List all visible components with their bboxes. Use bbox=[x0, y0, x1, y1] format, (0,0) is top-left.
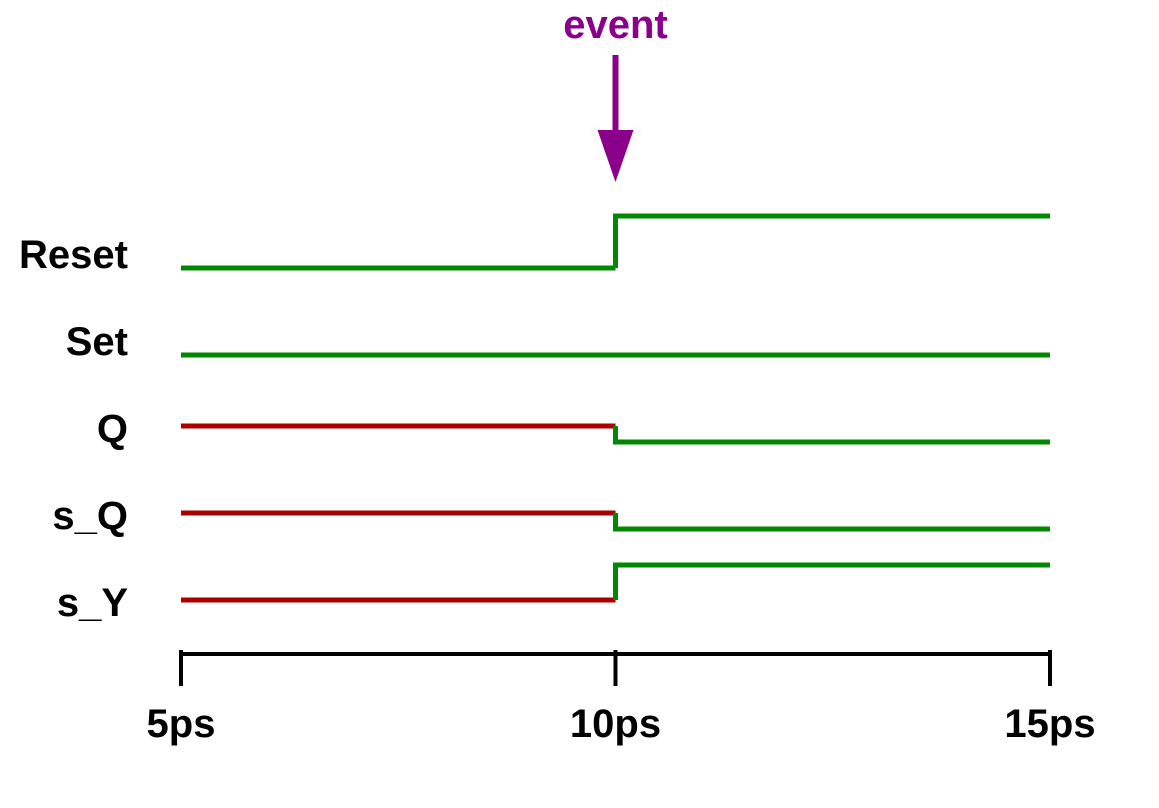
signal-label-s-q: s_Q bbox=[52, 494, 128, 538]
event-arrow-head bbox=[597, 130, 634, 182]
time-axis: 5ps 10ps 15ps bbox=[147, 650, 1096, 746]
event-label: event bbox=[563, 3, 668, 47]
signal-label-q: Q bbox=[97, 407, 128, 451]
waveform-reset-segment-1 bbox=[613, 213, 1050, 268]
waveform-s-q-segment-1 bbox=[613, 513, 1050, 532]
signal-waveforms bbox=[181, 213, 1050, 603]
signal-label-set: Set bbox=[66, 320, 128, 364]
event-marker: event bbox=[563, 3, 668, 182]
waveform-q-segment-1 bbox=[613, 426, 1050, 445]
axis-tick-label-5ps: 5ps bbox=[147, 702, 216, 746]
signal-label-reset: Reset bbox=[19, 233, 128, 277]
waveform-s-y-segment-1 bbox=[613, 562, 1050, 600]
signal-label-s-y: s_Y bbox=[57, 581, 128, 625]
axis-tick-label-15ps: 15ps bbox=[1004, 702, 1095, 746]
axis-tick-label-10ps: 10ps bbox=[570, 702, 661, 746]
